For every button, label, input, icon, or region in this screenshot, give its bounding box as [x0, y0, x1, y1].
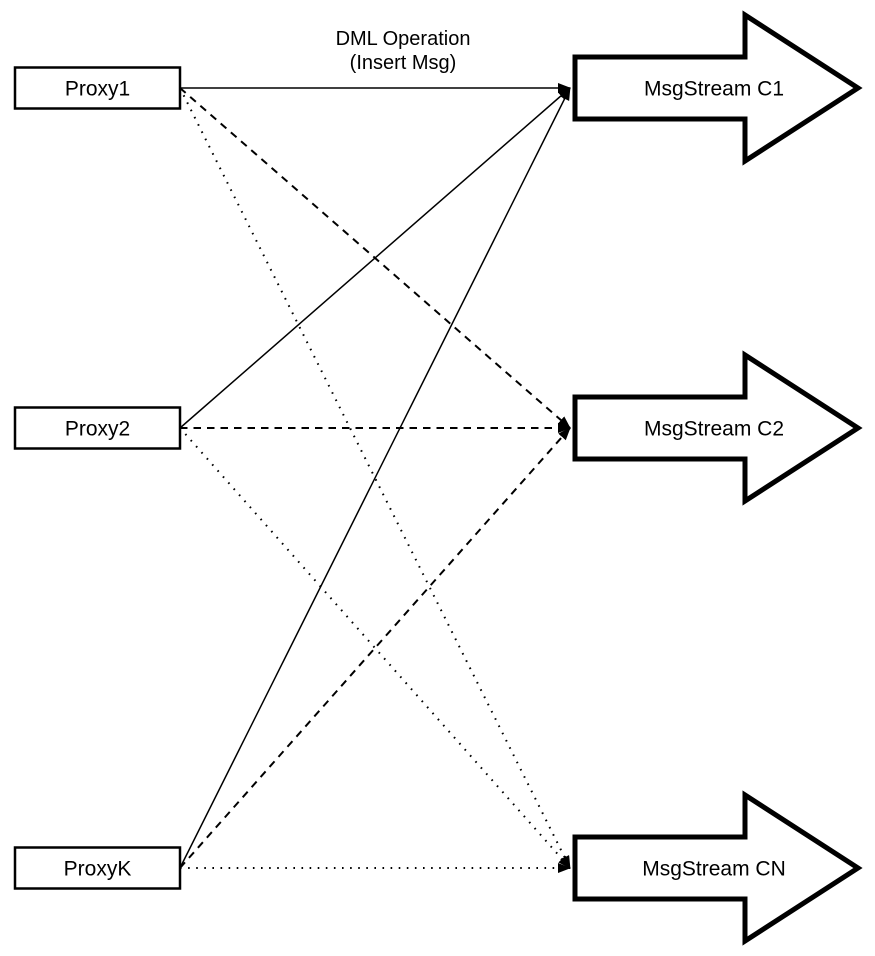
proxy2-node: Proxy2: [13, 406, 182, 450]
msgstream-c2-label: MsgStream C2: [644, 418, 784, 441]
proxy1-label: Proxy1: [65, 78, 130, 101]
dml-operation-label: DML Operation (Insert Msg): [336, 28, 471, 74]
edge-proxy1-to-c2-dashed: [179, 87, 571, 429]
msgstream-c1-node: MsgStream C1: [572, 10, 863, 166]
edge-proxyk-to-c1-solid: [179, 87, 571, 869]
edge-proxyk-to-c2-dashed: [179, 427, 571, 869]
proxy2-box: [13, 406, 182, 450]
proxy2-label: Proxy2: [65, 418, 130, 441]
proxy1-box: [13, 66, 182, 110]
dml-operation-label-line2: (Insert Msg): [350, 52, 457, 74]
proxyk-node: ProxyK: [13, 846, 182, 890]
edges: [179, 83, 571, 873]
edge-proxy2-to-cn-dotted: [179, 427, 571, 869]
msgstream-c1-arrow-shape: [572, 10, 863, 166]
msgstream-c1-label: MsgStream C1: [644, 78, 784, 101]
msgstream-c2-arrow-shape: [572, 350, 863, 506]
proxyk-label: ProxyK: [64, 858, 132, 881]
msgstream-cn-label: MsgStream CN: [642, 858, 786, 881]
dml-operation-label-line1: DML Operation: [336, 28, 471, 50]
proxy1-node: Proxy1: [13, 66, 182, 110]
msgstream-c2-node: MsgStream C2: [572, 350, 863, 506]
proxyk-box: [13, 846, 182, 890]
msgstream-cn-node: MsgStream CN: [572, 790, 863, 946]
msgstream-cn-arrow-shape: [572, 790, 863, 946]
